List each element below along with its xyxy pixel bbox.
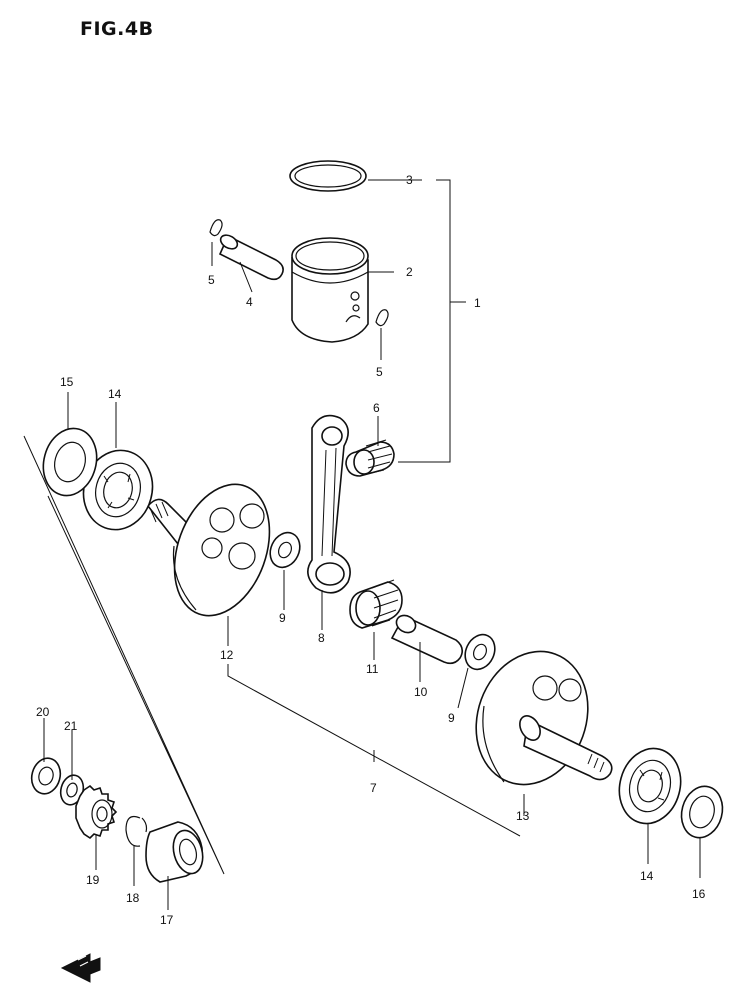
crank-half-left	[146, 483, 271, 617]
part-label-5-left: 5	[208, 273, 215, 287]
part-label-6: 6	[373, 401, 380, 415]
part-label-5-right: 5	[376, 365, 383, 379]
part-label-19: 19	[86, 873, 100, 887]
part-label-11: 11	[366, 662, 379, 676]
piston	[291, 237, 369, 343]
spacer-ring	[30, 757, 62, 795]
piston-pin	[218, 234, 284, 281]
oil-seal-left	[42, 427, 98, 497]
piston-pin-clip-right	[375, 309, 389, 327]
piston-ring	[289, 160, 367, 192]
part-label-17: 17	[160, 913, 174, 927]
part-label-1: 1	[474, 296, 481, 310]
part-label-21: 21	[64, 719, 78, 733]
part-label-16: 16	[692, 887, 706, 901]
part-label-15: 15	[60, 375, 74, 389]
part-label-8: 8	[318, 631, 325, 645]
part-label-10: 10	[414, 685, 428, 699]
part-label-4: 4	[246, 295, 253, 309]
part-label-18: 18	[126, 891, 140, 905]
part-label-14-right: 14	[640, 869, 654, 883]
small-end-needle-bearing	[345, 439, 395, 477]
part-label-12: 12	[220, 648, 234, 662]
crank-half-right	[475, 650, 613, 786]
leader-lines	[23, 179, 701, 910]
crank-pin	[390, 614, 464, 665]
piston-pin-clip-left	[209, 219, 223, 237]
bushing	[145, 821, 204, 883]
figure-title: FIG.4B	[80, 18, 154, 40]
main-bearing-right	[618, 747, 682, 825]
part-label-7: 7	[370, 781, 377, 795]
part-label-13: 13	[516, 809, 530, 823]
front-direction-arrow-icon	[60, 953, 101, 983]
big-end-needle-bearing	[349, 579, 403, 629]
part-label-3: 3	[406, 173, 413, 187]
connecting-rod	[307, 414, 351, 594]
primary-drive-gear	[75, 784, 118, 840]
thrust-washer-left	[269, 531, 301, 569]
part-label-2: 2	[406, 265, 413, 279]
part-label-14-left: 14	[108, 387, 122, 401]
thrust-washer-right	[464, 633, 496, 671]
part-label-20: 20	[36, 705, 50, 719]
circlip	[125, 815, 148, 847]
oil-seal-right	[680, 785, 724, 839]
part-label-9-left: 9	[279, 611, 286, 625]
part-label-9-right: 9	[448, 711, 455, 725]
